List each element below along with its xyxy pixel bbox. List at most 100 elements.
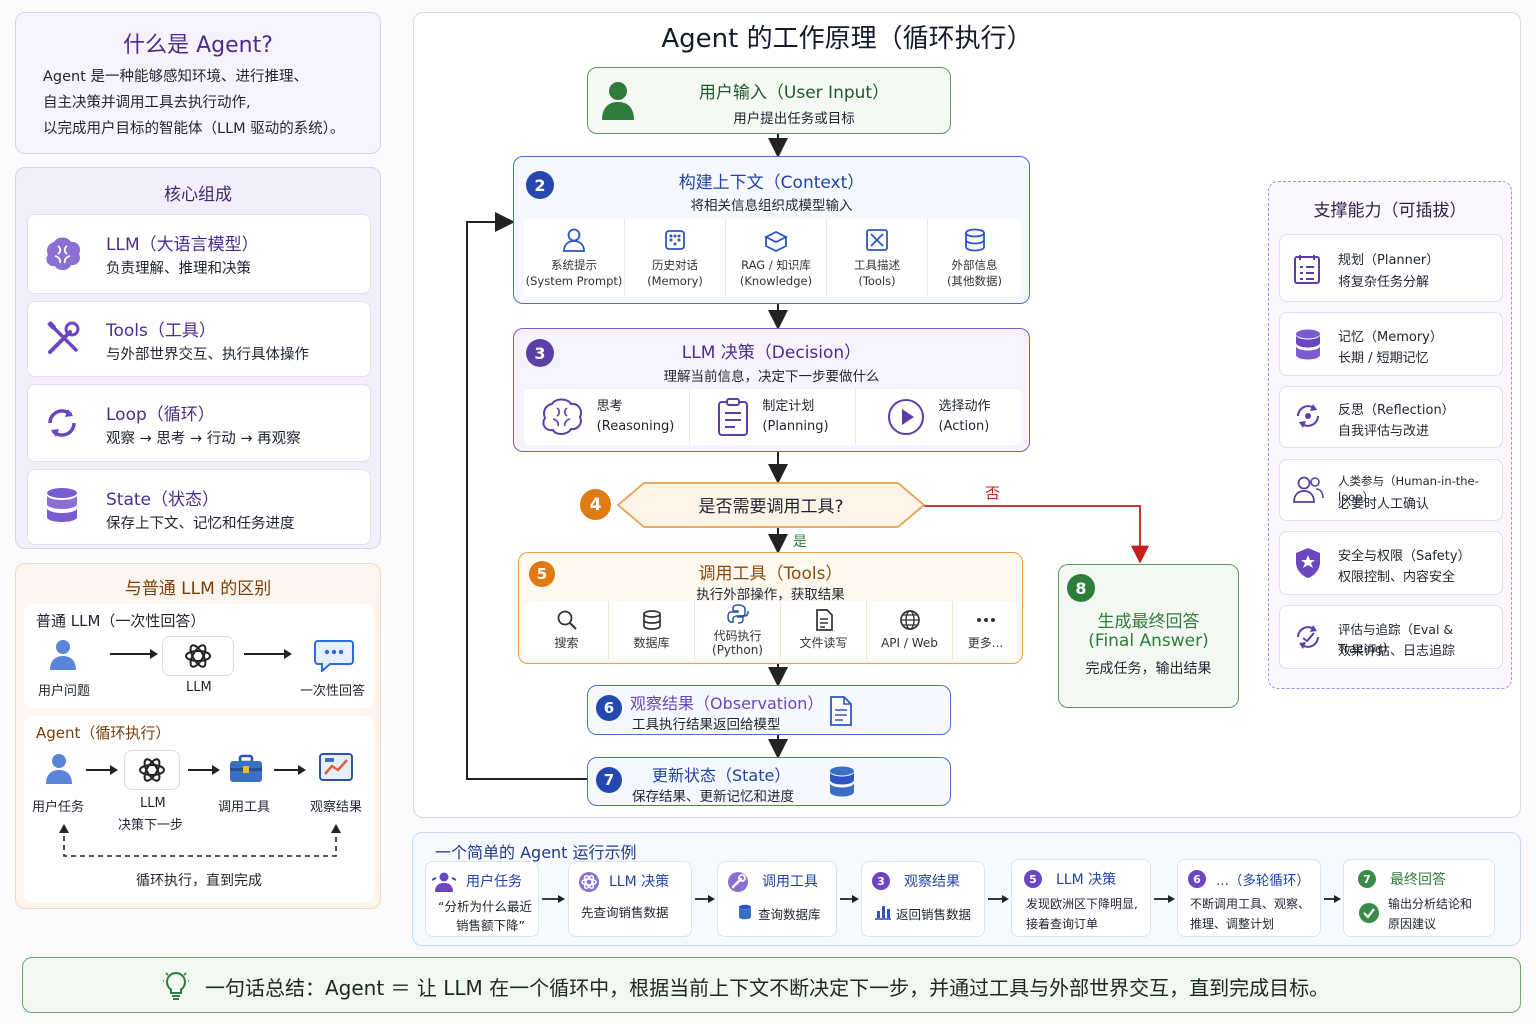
plain-label-user: 用户问题 xyxy=(38,684,91,699)
reflection-icon xyxy=(1293,401,1323,431)
play-icon xyxy=(886,397,926,437)
chip-icon xyxy=(662,227,688,257)
plain-llm-box: 普通 LLM（一次性回答） 用户问题 LLM 一次性回答 xyxy=(24,604,374,708)
core-state-desc: 保存上下文、记忆和任务进度 xyxy=(106,516,295,532)
context-item-label: 外部信息 xyxy=(951,258,998,272)
agent-label-tool: 调用工具 xyxy=(218,800,271,815)
support-item-desc: 必要时人工确认 xyxy=(1338,497,1430,512)
what-title: 什么是 Agent? xyxy=(123,33,273,58)
step5-badge: 5 xyxy=(529,561,555,587)
tool-items-row: 搜索 数据库 代码执行 (Python) 文件读写 API / Web 更多..… xyxy=(525,601,1018,659)
decision-item-action: 选择动作(Action) xyxy=(856,389,1021,445)
knowledge-box-icon xyxy=(763,227,789,257)
agent-label-user: 用户任务 xyxy=(32,800,85,815)
tool-item-code: 代码执行 (Python) xyxy=(695,601,781,659)
loop-back-arrow xyxy=(59,824,341,857)
context-item-sub: (Knowledge) xyxy=(739,274,813,288)
what-line-3: 以完成用户目标的智能体（LLM 驱动的系统）。 xyxy=(43,121,345,137)
core-item-state: State（状态） 保存上下文、记忆和任务进度 xyxy=(27,469,371,545)
tool-item-label: 代码执行 xyxy=(713,629,762,643)
database-icon xyxy=(828,765,856,799)
example-step-line: “分析为什么最近 xyxy=(438,899,532,914)
example-step-4: 3 观察结果 返回销售数据 xyxy=(861,861,985,937)
agent-llm-node xyxy=(124,750,180,790)
support-title: 支撑能力（可插拔） xyxy=(1313,201,1467,221)
example-step-line: 推理、调整计划 xyxy=(1190,917,1275,931)
step7-title: 更新状态（State） xyxy=(652,766,791,785)
context-item-knowledge: RAG / 知识库 (Knowledge) xyxy=(726,219,827,297)
step8-title-2: (Final Answer) xyxy=(1088,631,1209,651)
step1-title: 用户输入（User Input） xyxy=(698,83,890,103)
database-outline-icon xyxy=(962,227,988,257)
tool-item-file: 文件读写 xyxy=(781,601,867,659)
example-step-line: 先查询销售数据 xyxy=(581,905,669,920)
agent-arrow-3 xyxy=(274,769,300,771)
core-tools-title: Tools（工具） xyxy=(106,321,216,341)
llm-swirl-icon xyxy=(577,870,601,894)
plain-label-answer: 一次性回答 xyxy=(300,684,366,699)
core-item-loop: Loop（循环） 观察 → 思考 → 行动 → 再观察 xyxy=(27,384,371,462)
bar-chart-icon xyxy=(874,902,892,920)
support-item-desc: 权限控制、内容安全 xyxy=(1338,570,1456,585)
support-item-planner: 规划（Planner） 将复杂任务分解 xyxy=(1279,234,1503,302)
support-item-desc: 长期 / 短期记忆 xyxy=(1338,351,1429,366)
example-step-5: 5 LLM 决策 发现欧洲区下降明显, 接着查询订单 xyxy=(1011,859,1151,937)
decision-item-planning: 制定计划 (Planning) xyxy=(690,389,856,445)
people-icon xyxy=(1292,474,1324,504)
step4-yes-label: 是 xyxy=(793,534,807,550)
chat-bubble-icon xyxy=(314,638,354,672)
check-circle-icon xyxy=(1358,902,1380,924)
context-item-sub: (其他数据) xyxy=(947,274,1002,288)
plain-llm-node xyxy=(162,636,234,676)
database-icon xyxy=(44,486,80,528)
context-item-external: 外部信息 (其他数据) xyxy=(928,219,1021,297)
eval-tracing-icon xyxy=(1293,622,1323,652)
tool-item-label: API / Web xyxy=(881,636,938,650)
example-step-badge: 5 xyxy=(1024,870,1042,888)
agent-arrow-2 xyxy=(188,769,214,771)
step8-title-1: 生成最终回答 xyxy=(1097,612,1200,632)
support-item-title: 记忆（Memory） xyxy=(1338,330,1443,345)
plain-label-llm: LLM xyxy=(186,680,212,695)
brain-outline-icon xyxy=(539,397,585,437)
decision-item-sub: (Planning) xyxy=(762,419,829,434)
chart-screen-icon xyxy=(318,752,354,784)
step-user-input: 用户输入（User Input） 用户提出任务或目标 xyxy=(587,67,951,134)
context-item-label: 工具描述 xyxy=(854,258,900,272)
loop-label: 循环执行，直到完成 xyxy=(136,873,262,889)
example-step-2: LLM 决策 先查询销售数据 xyxy=(568,861,692,937)
decision-item-label: 制定计划 xyxy=(762,399,815,414)
step8-badge: 8 xyxy=(1067,574,1095,602)
agent-loop-box: Agent（循环执行） 用户任务 LLM 决策下一步 调用工具 观察结果 xyxy=(24,716,374,902)
example-step-badge: 7 xyxy=(1358,870,1376,888)
example-step-line: 输出分析结论和 xyxy=(1388,897,1473,911)
example-step-badge: 3 xyxy=(872,872,890,890)
summary-bar: 一句话总结：Agent ＝ 让 LLM 在一个循环中，根据当前上下文不断决定下一… xyxy=(22,957,1521,1013)
step2-title: 构建上下文（Context） xyxy=(678,173,865,193)
step2-badge: 2 xyxy=(526,171,554,199)
loop-icon xyxy=(42,403,82,443)
support-item-safety: 安全与权限（Safety） 权限控制、内容安全 xyxy=(1279,531,1503,595)
shield-icon xyxy=(1294,546,1322,580)
example-step-badge: 6 xyxy=(1188,870,1206,888)
python-icon xyxy=(726,603,749,629)
plain-title: 普通 LLM（一次性回答） xyxy=(36,612,206,630)
agent-arrowhead-2 xyxy=(212,765,220,775)
globe-icon xyxy=(899,609,921,635)
tools-square-icon xyxy=(864,227,890,257)
planner-icon xyxy=(1292,253,1322,285)
tool-item-label: 更多... xyxy=(967,636,1004,650)
file-icon xyxy=(813,609,835,635)
example-step-line: 不断调用工具、观察、 xyxy=(1190,897,1311,911)
step4-no-label: 否 xyxy=(985,484,1001,502)
user-task-icon xyxy=(432,871,456,893)
support-item-desc: 将复杂任务分解 xyxy=(1338,275,1430,290)
tool-item-sub: (Python) xyxy=(712,643,763,657)
core-state-title: State（状态） xyxy=(106,490,219,510)
support-item-eval: 评估与追踪（Eval & Tracing） 效果评估、日志追踪 xyxy=(1279,605,1503,669)
context-item-tools: 工具描述 (Tools) xyxy=(827,219,928,297)
openai-icon xyxy=(183,641,213,671)
step-observation: 6 观察结果（Observation） 工具执行结果返回给模型 xyxy=(587,685,951,735)
context-item-label: 系统提示 xyxy=(551,258,597,272)
database-icon xyxy=(1294,328,1322,362)
